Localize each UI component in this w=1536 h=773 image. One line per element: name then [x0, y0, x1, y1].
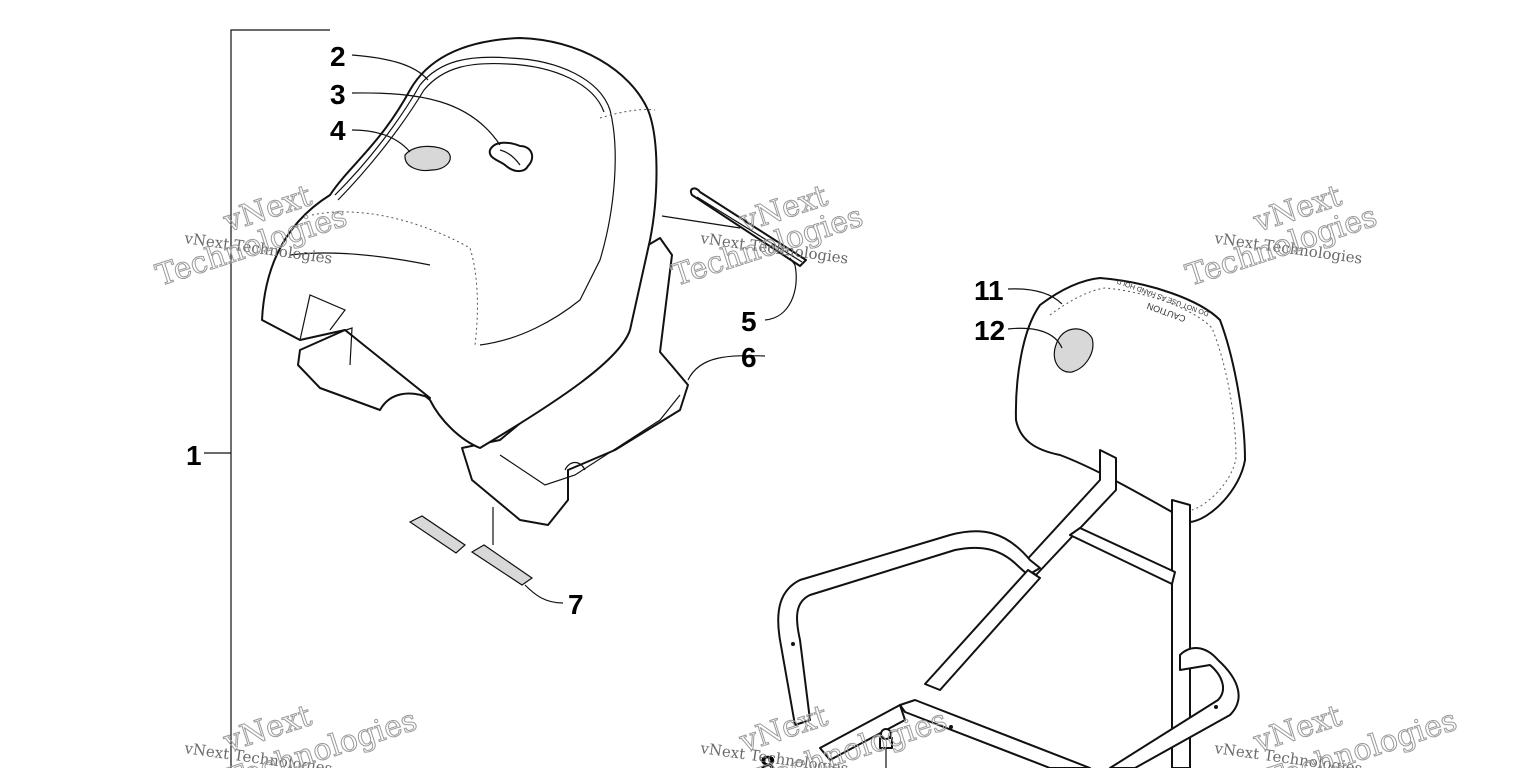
callout-7: 7 — [568, 589, 584, 620]
seat-cushion — [261, 37, 658, 449]
callout-6: 6 — [741, 342, 757, 373]
callout-labels: 1 2 3 4 5 6 7 8 11 12 — [186, 41, 1005, 773]
watermarks: vNext Technologies vNext Technologies vN… — [151, 178, 1462, 773]
watermark-bottom-right: vNext Technologies vNext Technologies — [1212, 698, 1461, 773]
seat-assembly — [261, 37, 689, 526]
watermark-bottom-left: vNext Technologies vNext Technologies — [182, 698, 421, 773]
assembly-bracket — [204, 29, 330, 768]
callout-8: 8 — [760, 750, 776, 768]
callout-2: 2 — [330, 41, 346, 72]
foam-patch-4 — [404, 145, 451, 172]
seat-latch-hook — [661, 187, 807, 267]
callout-12: 12 — [974, 315, 1005, 346]
watermark-top-right: vNext Technologies vNext Technologies — [1181, 178, 1382, 294]
velcro-strips — [408, 507, 534, 586]
callout-1: 1 — [186, 440, 202, 471]
callout-4: 4 — [330, 115, 346, 146]
callout-11: 11 — [974, 275, 1004, 306]
callout-5: 5 — [741, 306, 757, 337]
callout-3: 3 — [330, 79, 346, 110]
backrest-frame — [777, 449, 1240, 769]
leader-lines — [351, 54, 1063, 604]
backrest-pad: CAUTION DO NOT USE AS HAND HOLD — [1014, 277, 1246, 523]
foam-patch-12 — [1053, 328, 1094, 373]
